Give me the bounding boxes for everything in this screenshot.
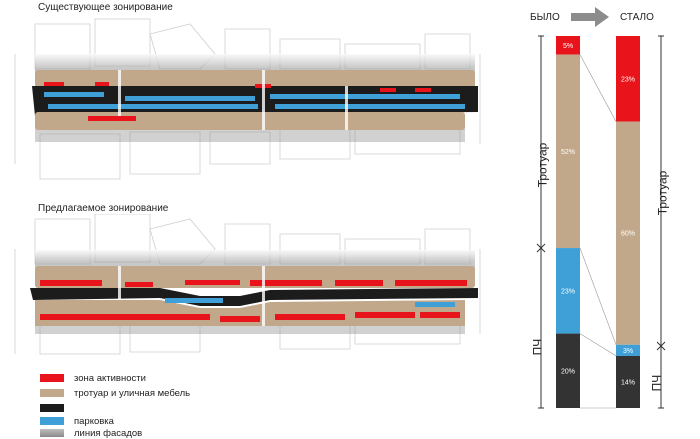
before-segment-parking	[556, 248, 580, 334]
right-sidewalk-label: Тротуар	[655, 170, 670, 216]
connector-line	[579, 333, 617, 357]
connector-lines	[579, 54, 617, 409]
legend-item-roadway	[40, 403, 74, 413]
before-label-roadway: 20%	[561, 368, 575, 375]
after-bar: 23% 60% 3% 14%	[616, 36, 640, 408]
before-label: БЫЛО	[530, 12, 560, 23]
legend-item-facade-line: линия фасадов	[40, 427, 143, 439]
legend-label: тротуар и уличная мебель	[74, 387, 191, 399]
legend-item-sidewalk: тротуар и уличная мебель	[40, 387, 191, 399]
arrow-right-icon	[571, 7, 609, 27]
proposed-plan-title: Предлагаемое зонирование	[38, 203, 169, 214]
after-label-active: 23%	[621, 76, 635, 83]
legend-swatch	[40, 389, 64, 397]
left-roadway-label: ПЧ	[530, 338, 545, 356]
existing-zoning-plan	[14, 18, 481, 180]
left-sidewalk-label: Тротуар	[535, 142, 550, 188]
after-label-sidewalk: 60%	[621, 231, 635, 238]
before-segment-active	[556, 36, 580, 55]
right-roadway-label: ПЧ	[649, 374, 664, 392]
legend-item-parking: парковка	[40, 415, 114, 427]
after-segment-sidewalk	[616, 121, 640, 345]
after-label-roadway: 14%	[621, 379, 635, 386]
connector-line	[579, 247, 617, 345]
legend-swatch	[40, 417, 64, 425]
after-label-parking: 3%	[623, 348, 633, 355]
after-label: СТАЛО	[620, 12, 654, 23]
before-segment-sidewalk	[556, 54, 580, 249]
legend-label: парковка	[74, 415, 114, 427]
before-label-sidewalk: 52%	[561, 149, 575, 156]
legend-swatch	[40, 429, 64, 437]
legend-label: зона активности	[74, 372, 146, 384]
legend-label: линия фасадов	[74, 427, 143, 439]
brackets	[536, 35, 666, 409]
existing-plan-title: Существующее зонирование	[38, 2, 173, 13]
before-bar: 5% 52% 23% 20%	[556, 36, 580, 408]
before-segment-roadway	[556, 333, 580, 408]
legend-item-active-zone: зона активности	[40, 372, 146, 384]
after-segment-roadway	[616, 355, 640, 408]
proposed-zoning-plan	[14, 214, 481, 355]
after-segment-active	[616, 36, 640, 122]
comparison-bars: 5% 52% 23% 20% 23% 60% 3% 14%	[536, 35, 666, 409]
legend-swatch	[40, 404, 64, 412]
connector-line	[579, 54, 617, 122]
legend-swatch	[40, 374, 64, 382]
before-label-parking: 23%	[561, 288, 575, 295]
after-segment-parking	[616, 344, 640, 356]
before-label-active: 5%	[563, 43, 573, 50]
